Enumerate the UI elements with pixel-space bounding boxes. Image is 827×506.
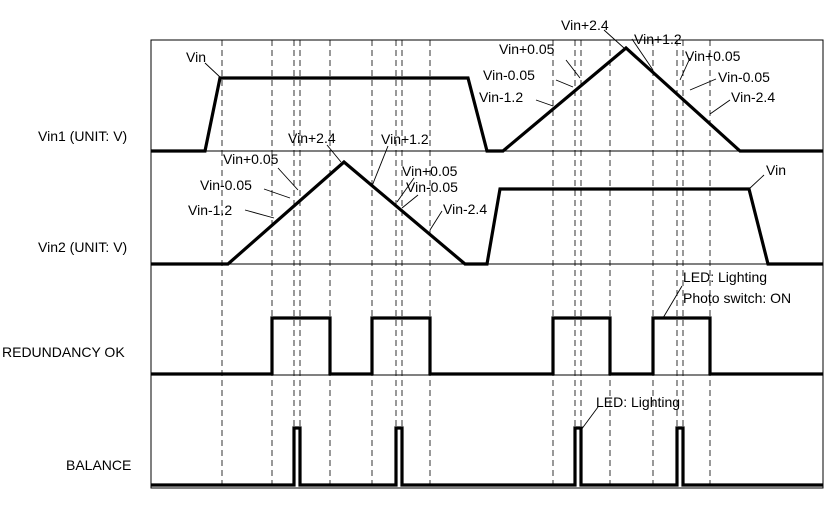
- vin2-label-minus24: Vin-2.4: [443, 201, 487, 217]
- vin2-label-plus005-fall: Vin+0.05: [402, 163, 458, 179]
- vin1-label-minus24: Vin-2.4: [731, 89, 775, 105]
- vin2-label-vin: Vin: [766, 162, 786, 178]
- vin1-label-plus24: Vin+2.4: [561, 17, 609, 33]
- row-label-vin1: Vin1 (UNIT: V): [38, 128, 127, 144]
- vin1-label-plus005-rise: Vin+0.05: [499, 41, 555, 57]
- balance-waveform: [151, 426, 823, 487]
- vin2-waveform: [151, 159, 823, 266]
- row-label-vin2: Vin2 (UNIT: V): [38, 239, 127, 255]
- balance-label-led: LED: Lighting: [596, 394, 680, 410]
- vin2-label-plus12: Vin+1.2: [381, 131, 429, 147]
- vin1-label-plus005-fall: Vin+0.05: [685, 48, 741, 64]
- vin2-label-plus005-rise: Vin+0.05: [223, 151, 279, 167]
- vin1-label-minus005-fall: Vin-0.05: [718, 69, 770, 85]
- row-label-balance: BALANCE: [66, 457, 131, 473]
- vin2-label-plus24: Vin+2.4: [288, 130, 336, 146]
- redundancy-ok-waveform: [151, 316, 823, 376]
- vin2-label-minus005-fall: Vin-0.05: [406, 179, 458, 195]
- redundancy-annotations: LED: Lighting Photo switch: ON: [662, 269, 791, 319]
- vin1-waveform: [151, 45, 823, 153]
- row-label-redundancy: REDUNDANCY OK: [2, 344, 125, 360]
- vin2-label-minus005-rise: Vin-0.05: [200, 177, 252, 193]
- balance-annotations: LED: Lighting: [580, 394, 680, 431]
- vin2-label-minus12: Vin-1.2: [188, 202, 232, 218]
- vin1-label-vin: Vin: [186, 49, 206, 65]
- redundancy-label-photo-switch: Photo switch: ON: [683, 290, 791, 306]
- redundancy-label-led: LED: Lighting: [683, 269, 767, 285]
- vin2-annotations: Vin Vin+2.4 Vin+1.2 Vin+0.05 Vin+0.05 Vi…: [188, 130, 786, 231]
- guide-lines: [221, 40, 711, 488]
- vin1-label-minus12: Vin-1.2: [479, 89, 523, 105]
- vin1-label-minus005-rise: Vin-0.05: [483, 67, 535, 83]
- vin1-annotations: Vin Vin+2.4 Vin+1.2 Vin+0.05 Vin+0.05 Vi…: [186, 17, 775, 115]
- vin1-label-plus12: Vin+1.2: [634, 31, 682, 47]
